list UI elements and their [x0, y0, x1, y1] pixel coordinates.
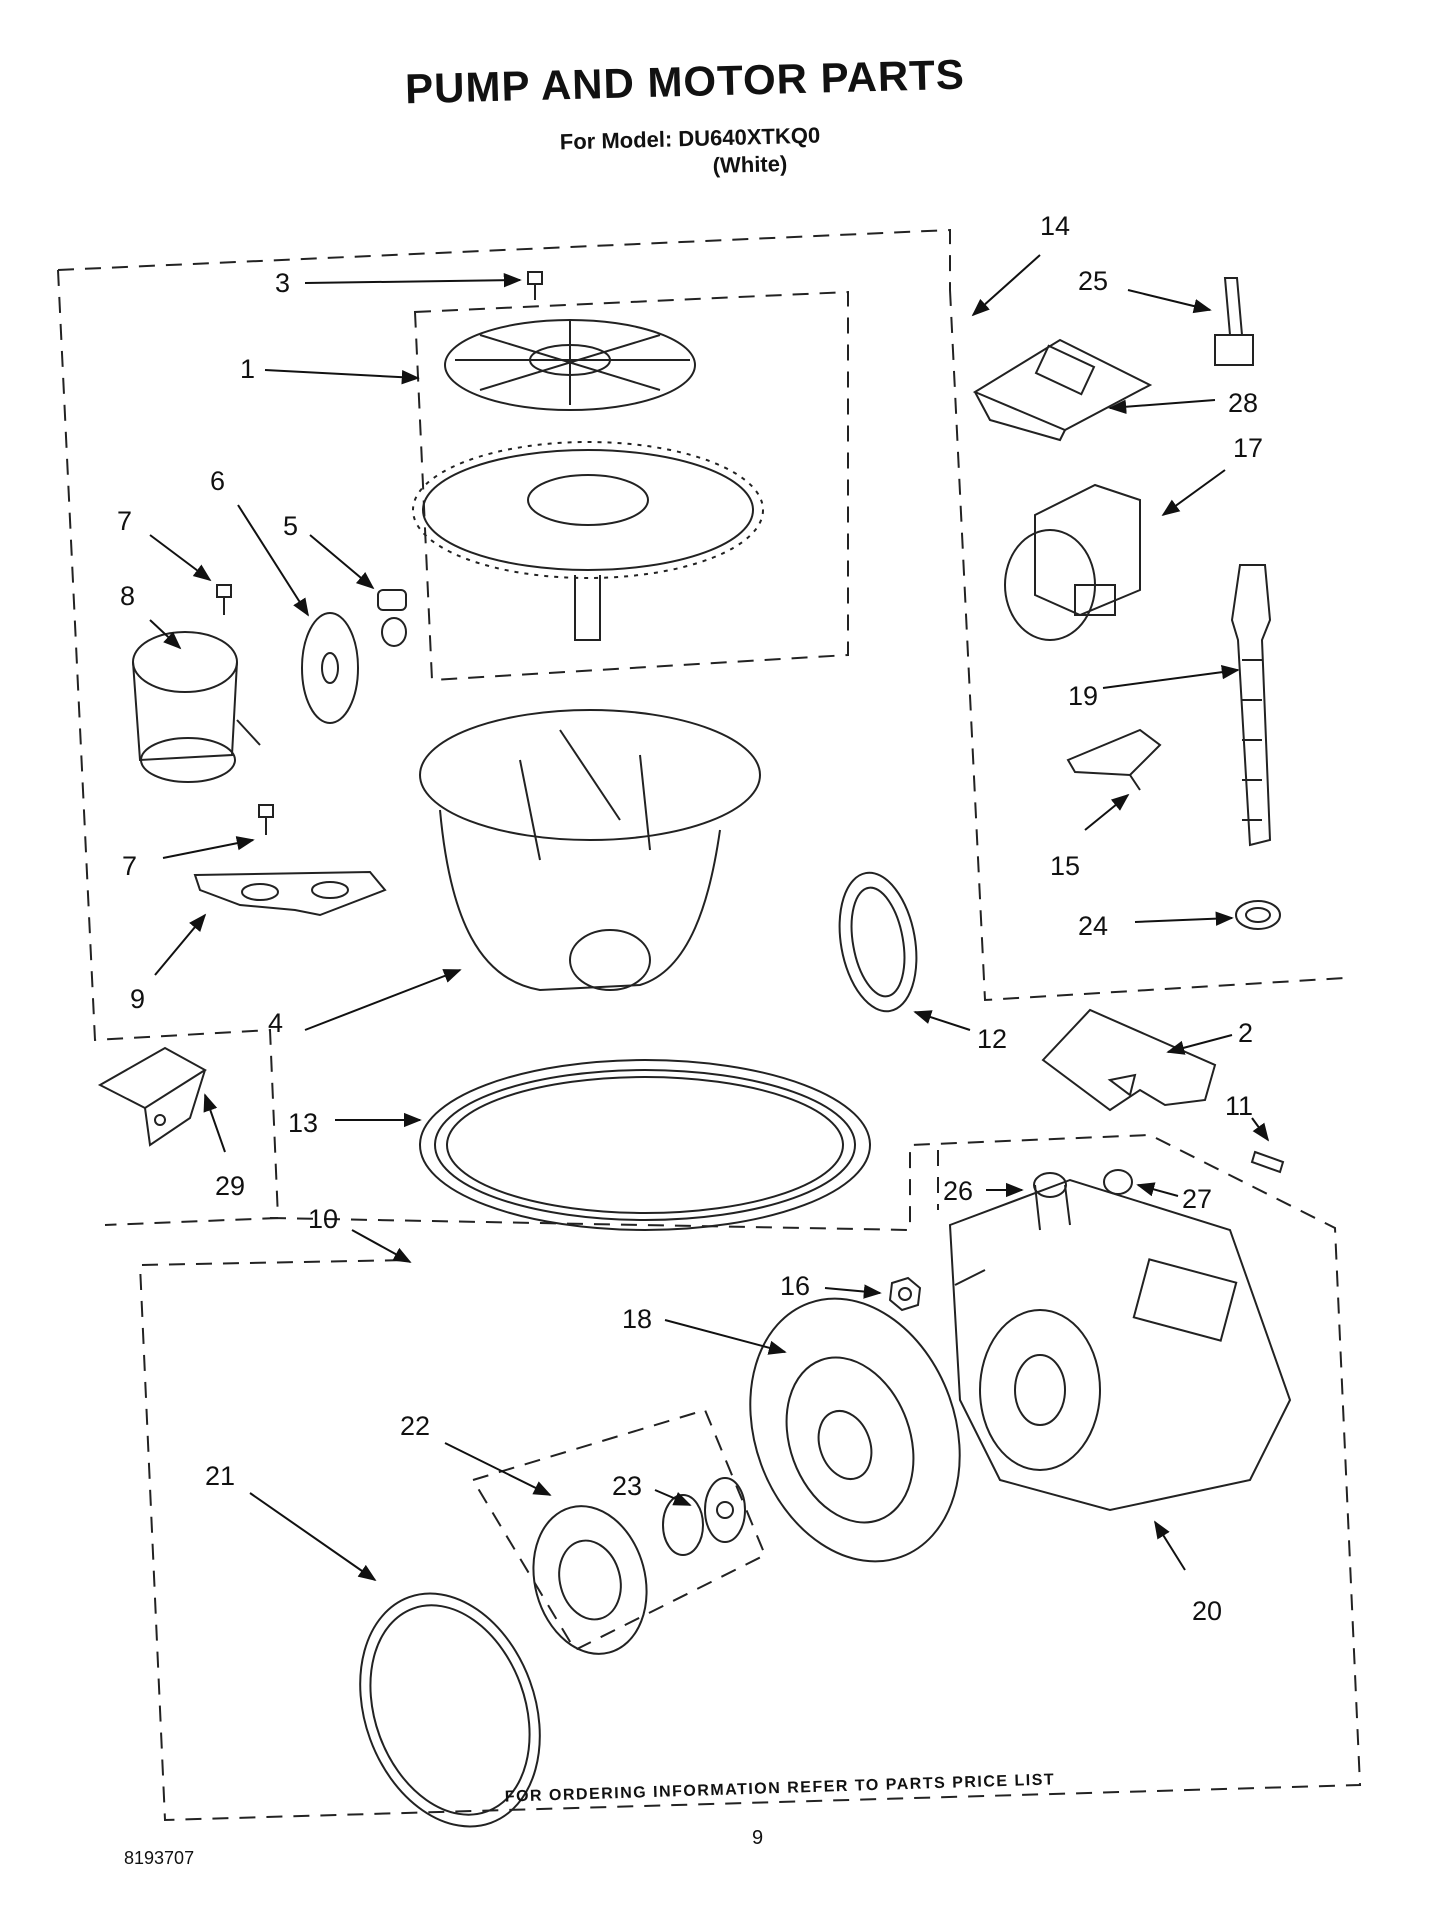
leader-18 [664, 1319, 787, 1355]
leader-9 [154, 913, 207, 976]
leader-14 [971, 254, 1041, 317]
callout-14: 14 [1040, 211, 1070, 241]
part-17-actuator [1004, 483, 1141, 641]
leader-5 [309, 534, 375, 590]
leader-20 [1154, 1520, 1186, 1571]
upper-assembly-boundary [57, 228, 951, 1226]
part-18-pump-housing [749, 1297, 961, 1563]
leader-7a [149, 534, 212, 582]
part-22-impeller-housing [532, 1505, 648, 1655]
part-9-bracket [193, 870, 387, 917]
callout-19: 19 [1068, 681, 1098, 711]
callout-22: 22 [400, 1411, 430, 1441]
part-21-seal-ring [359, 1592, 541, 1828]
leader-16 [824, 1284, 882, 1299]
callout-4: 4 [268, 1008, 283, 1038]
leader-4 [304, 969, 462, 1031]
spray-arm-boundary [413, 290, 849, 682]
callout-20: 20 [1192, 1596, 1222, 1626]
part-28-cover [972, 338, 1153, 442]
leader-15 [1084, 793, 1130, 831]
callout-13: 13 [288, 1108, 318, 1138]
callout-15: 15 [1050, 851, 1080, 881]
part-19-hose [1230, 564, 1272, 847]
part-16-nut [888, 1276, 922, 1312]
sensor-group-boundary [949, 289, 1346, 1002]
lower-spray-arm-assembly [412, 441, 764, 641]
part-24-clamp [1235, 900, 1281, 930]
part-13-seal-ring [419, 1059, 871, 1231]
part-25-sensor [1214, 277, 1254, 366]
leader-24 [1134, 911, 1234, 926]
part-26-fitting [1033, 1172, 1071, 1231]
part-20-pump-motor [948, 1178, 1292, 1512]
callout-28: 28 [1228, 388, 1258, 418]
callout-2: 2 [1238, 1018, 1253, 1048]
leader-28 [1108, 399, 1216, 414]
leader-6 [237, 504, 309, 617]
part-1-spray-arm-plate [444, 319, 696, 411]
part-27-o-ring [1103, 1169, 1133, 1195]
leader-2 [1166, 1034, 1233, 1055]
part-4-sump-housing [419, 709, 761, 992]
callout-7a: 7 [117, 506, 132, 536]
callout-18: 18 [622, 1304, 652, 1334]
callout-21: 21 [205, 1461, 235, 1491]
document-number: 8193707 [124, 1848, 195, 1868]
callout-12: 12 [977, 1024, 1007, 1054]
callout-26: 26 [943, 1176, 973, 1206]
part-3-screw [527, 271, 543, 300]
leader-3 [304, 273, 522, 288]
leader-21 [249, 1492, 377, 1582]
part-8-diverter-motor [132, 631, 261, 783]
part-15-clip [1066, 728, 1162, 791]
part-6-disc [301, 612, 359, 724]
part-7-screws [216, 584, 274, 835]
impeller-group-boundary [471, 1408, 767, 1652]
pump-group-boundary [138, 1133, 1362, 1822]
leader-10 [351, 1229, 412, 1263]
callout-11: 11 [1225, 1091, 1253, 1121]
callout-6: 6 [210, 466, 225, 496]
callout-25: 25 [1078, 266, 1108, 296]
callout-3: 3 [275, 268, 290, 298]
leader-8 [149, 619, 182, 650]
callout-16: 16 [780, 1271, 810, 1301]
page-number: 9 [752, 1827, 764, 1849]
leader-11 [1251, 1117, 1270, 1142]
leader-1 [264, 369, 420, 385]
callout-5: 5 [283, 511, 298, 541]
leader-19 [1102, 665, 1240, 689]
part-29-bracket [97, 1046, 207, 1147]
callout-9: 9 [130, 984, 145, 1014]
callout-27: 27 [1182, 1184, 1212, 1214]
part-11-screw [1250, 1150, 1285, 1174]
part-5-clip [377, 589, 407, 647]
leader-22 [444, 1442, 552, 1496]
callout-24: 24 [1078, 911, 1108, 941]
callout-10: 10 [308, 1204, 338, 1234]
callout-7b: 7 [122, 851, 137, 881]
callout-8: 8 [120, 581, 135, 611]
part-2-shield [1041, 1008, 1217, 1112]
callout-29: 29 [215, 1171, 245, 1201]
leader-17 [1161, 469, 1226, 517]
leader-7b [162, 836, 255, 859]
leader-12 [913, 1010, 971, 1031]
part-23-impeller [662, 1477, 746, 1556]
leader-23 [654, 1489, 692, 1506]
part-12-gasket [838, 871, 918, 1013]
leader-29 [203, 1093, 226, 1153]
callout-23: 23 [612, 1471, 642, 1501]
callout-1: 1 [240, 354, 255, 384]
leader-25 [1127, 289, 1212, 314]
leader-27 [1136, 1182, 1179, 1197]
callout-17: 17 [1233, 433, 1263, 463]
